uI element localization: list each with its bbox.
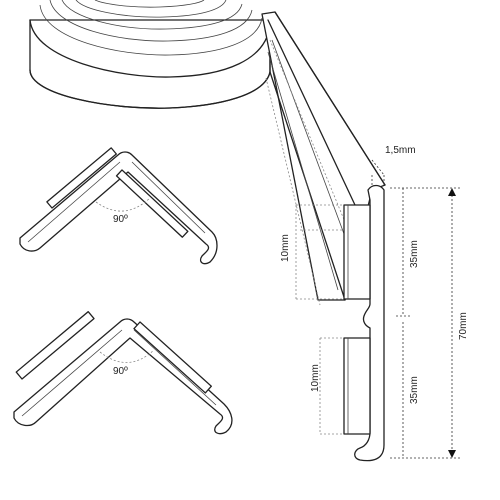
half-upper-label: 35mm bbox=[409, 240, 420, 268]
total-height-label: 70mm bbox=[458, 312, 469, 340]
half-lower-label: 35mm bbox=[409, 376, 420, 404]
thickness-label: 1,5mm bbox=[385, 145, 416, 156]
angle-label-top: 90º bbox=[113, 214, 128, 225]
tape-lower-label: 10mm bbox=[310, 364, 321, 392]
dimension-lines bbox=[371, 159, 460, 459]
tape-upper-label: 10mm bbox=[280, 234, 291, 262]
profile-section bbox=[295, 184, 385, 462]
angle-label-bottom: 90º bbox=[113, 366, 128, 377]
profile-roll bbox=[29, 0, 271, 109]
corner-view-bottom bbox=[13, 311, 233, 435]
corner-view-top bbox=[19, 147, 218, 265]
